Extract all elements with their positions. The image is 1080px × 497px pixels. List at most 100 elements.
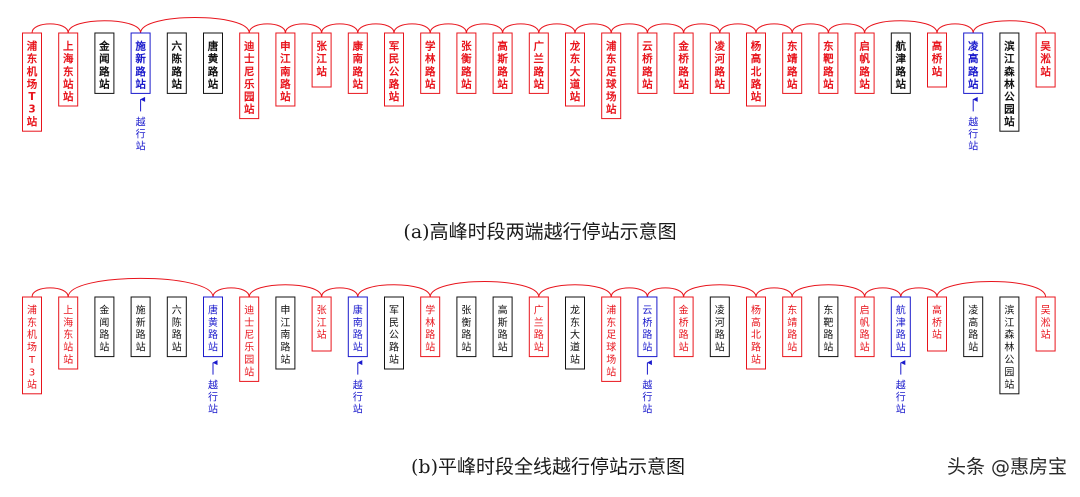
station-name: 张衡路站 [461,304,471,353]
station: 高斯路站 [492,32,513,94]
station-box [384,32,404,107]
station: 航津路站 [890,32,911,94]
station-name: 高斯路站 [498,303,508,353]
station: 浦东足球场站 [601,32,622,120]
route-arc [864,287,902,298]
station: 张衡路站 [456,296,477,358]
route-arc [67,277,214,298]
station-box [601,296,622,382]
station-box [347,296,368,358]
station-name: 金闻路站 [98,40,110,91]
station-box [492,32,513,94]
station-name: 浦东足球场站 [606,303,616,378]
station-name: 浦东足球场站 [606,40,617,116]
station-box [746,32,766,107]
station-box [58,296,79,370]
station-box [890,296,911,358]
station-name: 东靶路站 [823,303,833,353]
station: 施新路站 [130,32,151,94]
station-box [673,32,694,94]
station: 启帆路站 [854,296,875,358]
station: 广兰路站 [528,296,549,358]
station-name: 军民公路站 [389,304,399,366]
station-name: 航津路站 [896,303,906,353]
station: 启帆路站 [854,32,875,94]
station: 凌河路站 [709,296,730,358]
route-arc [900,287,938,298]
station-name: 滨江森林公园站 [1003,40,1015,129]
station: 吴淞站 [1035,296,1056,352]
station-name: 广兰路站 [534,40,545,91]
station-box [311,296,332,352]
station: 高桥站 [927,32,947,88]
station-name: 康南路站 [353,303,363,353]
station: 申江南路站 [275,296,296,370]
route-arc [791,23,829,34]
station: 杨高北路站 [746,296,766,370]
station-name: 张衡路站 [461,40,472,91]
station: 吴淞站 [1035,32,1056,88]
station-name: 云桥路站 [642,305,652,353]
station: 康南路站 [347,32,368,94]
station: 龙东大道站 [565,296,585,370]
station-box [166,32,187,94]
route-arc [936,23,974,34]
station-box [130,296,151,358]
watermark: 头条 @惠房宝 [947,456,1067,478]
station-box [94,296,115,358]
station-box [818,32,839,94]
station-box [963,32,984,94]
station-name: 张江站 [317,304,327,341]
station-box [528,296,549,358]
station-box [275,296,296,370]
station-box [818,296,839,358]
station-name: 上海东站站 [63,304,73,366]
route-arc [321,287,359,298]
route-arc [502,23,540,34]
express-station-label: 越行站 [353,379,363,416]
station-name: 吴淞站 [1040,41,1051,78]
station-box [420,296,441,358]
station-name: 唐黄路站 [208,303,218,353]
station-name: 凌河路站 [715,303,725,353]
station-box [854,296,875,358]
station: 高斯路站 [492,296,513,358]
station-box [528,32,549,94]
station-box [456,32,477,94]
station-box [637,32,658,94]
station-box [601,32,622,120]
station: 张江站 [311,32,332,88]
station-name: 启帆路站 [859,40,870,91]
station-name: 康南路站 [353,40,364,91]
caption-b: (b)平峰时段全线越行停站示意图 [411,456,685,478]
station: 金闻路站 [94,296,115,358]
station-name: 金桥路站 [679,303,689,353]
station: 滨江森林公园站 [999,32,1020,132]
station: 航津路站 [890,296,911,358]
station-box [637,296,658,358]
station-box [963,296,984,358]
station-box [203,296,223,358]
station: 云桥路站 [637,296,658,358]
station-name: 航津路站 [896,40,907,91]
route-arc [140,17,250,34]
station-box [565,296,585,370]
station-name: 东靖路站 [787,40,798,91]
station-box [782,296,803,358]
station: 军民公路站 [384,296,404,370]
station: 军民公路站 [384,32,404,107]
station-name: 六陈路站 [172,304,182,353]
station-name: 施新路站 [135,40,146,91]
caption-a: (a)高峰时段两端越行停站示意图 [403,221,676,243]
station-name: 云桥路站 [642,41,653,91]
route-arc [936,281,1047,298]
route-arc [646,23,685,34]
station-name: 施新路站 [136,303,146,353]
route-arc [465,23,504,34]
station-name: 东靶路站 [823,40,834,91]
route-arc [610,287,648,298]
station-name: 迪士尼乐园站 [244,304,254,378]
station-box [999,32,1020,132]
station-name: 杨高北路站 [751,303,761,366]
